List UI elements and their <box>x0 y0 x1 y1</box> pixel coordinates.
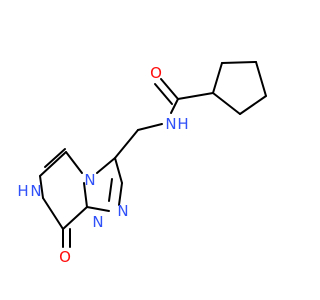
atom-label-layer: O N H N N N H N O <box>17 64 188 266</box>
bond-pyrazinone <box>39 151 67 177</box>
bond-pyrazinone <box>39 175 44 199</box>
bond-pyrazinone <box>42 197 64 230</box>
bond-carbonyl-nh <box>170 98 179 114</box>
bond-pyrazinone <box>62 206 88 230</box>
bond-nh-ch2 <box>137 123 163 131</box>
bond-pyrazinone <box>44 148 66 168</box>
bond-triazole <box>83 182 88 208</box>
bond-layer <box>39 61 267 248</box>
bond-ring-carbonyl <box>177 92 214 100</box>
bond-carbonyl-double <box>154 83 173 105</box>
bond-cyclopentane <box>221 61 257 64</box>
bond-triazole <box>114 157 123 184</box>
bond-ch2-triazole <box>114 129 139 159</box>
atom-hydrogen-ring: H <box>17 182 28 200</box>
bond-carbonyl-double <box>160 78 179 100</box>
bond-triazole <box>86 206 110 212</box>
bond-triazole <box>108 178 113 202</box>
atom-nitrogen-triazole-b: N <box>92 213 103 231</box>
atom-nitrogen-bridgehead: N <box>84 171 95 189</box>
atom-nitrogen-amide: N <box>165 115 176 133</box>
bond-pyrazinone <box>65 151 83 174</box>
bond-cyclopentane <box>212 92 241 115</box>
bond-cyclopentane <box>212 62 223 94</box>
bond-triazole <box>118 182 123 206</box>
atom-oxygen-amide: O <box>150 64 162 82</box>
atom-hydrogen-amide: H <box>177 115 188 133</box>
atom-nitrogen-ring: N <box>30 182 41 200</box>
atom-oxygen-ring: O <box>59 248 71 266</box>
atom-nitrogen-triazole-a: N <box>117 202 128 220</box>
molecule-structure: O N H N N N H N O <box>17 61 267 266</box>
bond-triazole <box>96 157 116 174</box>
bond-cyclopentane <box>255 61 267 97</box>
bond-cyclopentane <box>239 95 267 115</box>
